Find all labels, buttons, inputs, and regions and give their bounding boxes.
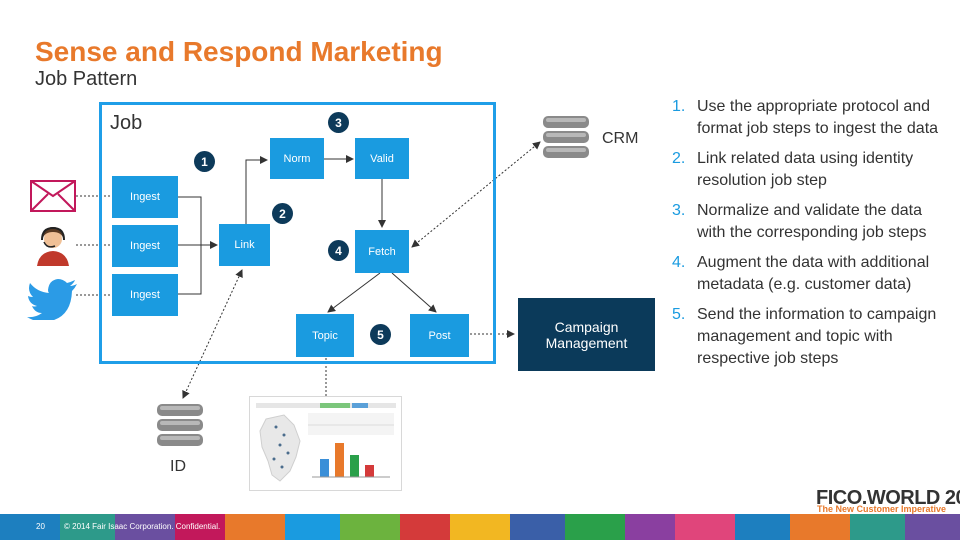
campaign-management-box[interactable]: Campaign Management xyxy=(518,298,655,371)
ingest-step-2[interactable]: Ingest xyxy=(112,225,178,267)
fico-world-logo: FICO.WORLD 2014 xyxy=(816,487,960,509)
page-title: Sense and Respond Marketing xyxy=(35,36,443,67)
link-step[interactable]: Link xyxy=(219,224,270,266)
post-step[interactable]: Post xyxy=(410,314,469,357)
list-item: 1.Use the appropriate protocol and forma… xyxy=(672,98,939,137)
list-item: 4.Augment the data with additional metad… xyxy=(672,254,930,293)
list-item: 2.Link related data using identity resol… xyxy=(672,150,914,189)
crm-label: CRM xyxy=(602,130,639,147)
list-item: 5.Send the information to campaign manag… xyxy=(672,306,937,367)
fico-world-tagline: The New Customer Imperative xyxy=(817,504,947,514)
step-badge-2: 2 xyxy=(272,203,293,224)
dashboard-thumbnail xyxy=(249,396,402,491)
topic-step[interactable]: Topic xyxy=(296,314,354,357)
job-container xyxy=(99,102,496,364)
valid-step[interactable]: Valid xyxy=(355,138,409,179)
ingest-step-1[interactable]: Ingest xyxy=(112,176,178,218)
id-database-icon xyxy=(157,404,203,446)
step-badge-5: 5 xyxy=(370,324,391,345)
step-badge-4: 4 xyxy=(328,240,349,261)
norm-step[interactable]: Norm xyxy=(270,138,324,179)
id-label: ID xyxy=(170,458,186,475)
twitter-icon xyxy=(27,279,77,320)
page-number: 20 xyxy=(36,522,45,531)
page-subtitle: Job Pattern xyxy=(35,68,138,90)
list-item: 3.Normalize and validate the data with t… xyxy=(672,202,927,241)
job-label: Job xyxy=(110,112,143,134)
ingest-step-3[interactable]: Ingest xyxy=(112,274,178,316)
agent-icon xyxy=(37,226,69,266)
step-badge-3: 3 xyxy=(328,112,349,133)
fetch-step[interactable]: Fetch xyxy=(355,230,409,273)
crm-database-icon xyxy=(543,116,589,158)
steps-list: 1.Use the appropriate protocol and forma… xyxy=(672,96,947,378)
step-badge-1: 1 xyxy=(194,151,215,172)
email-icon xyxy=(30,180,76,212)
dashboard-thumbnail-graphic xyxy=(256,403,396,482)
footer-color-strip xyxy=(0,514,960,540)
copyright-notice: © 2014 Fair Isaac Corporation. Confident… xyxy=(64,522,221,531)
